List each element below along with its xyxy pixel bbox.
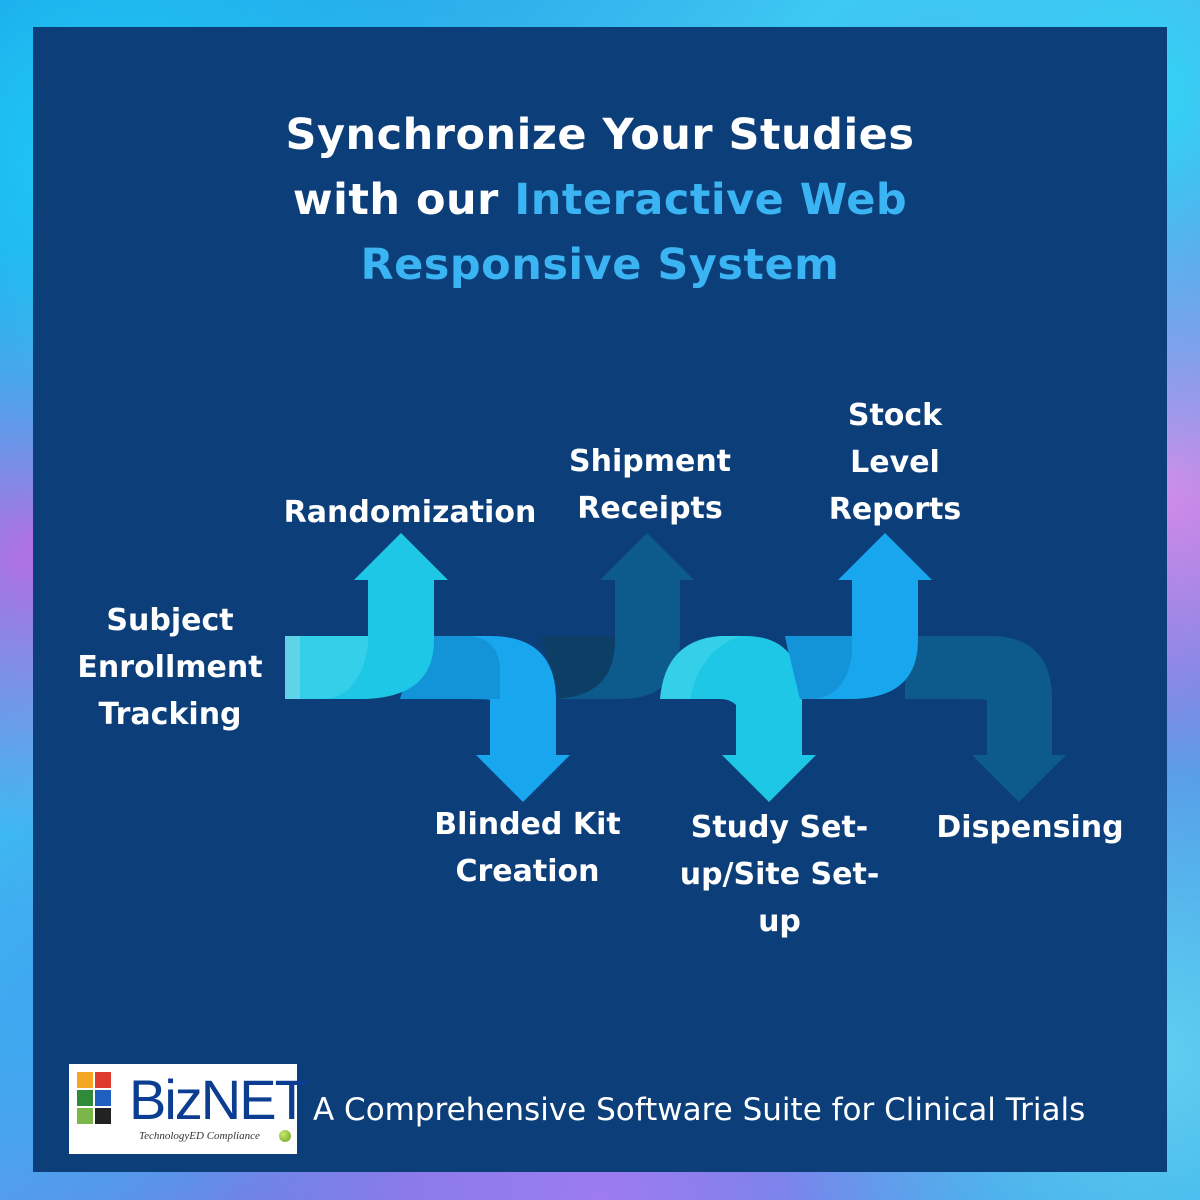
background-panel xyxy=(33,27,1167,1172)
biznet-logo: BizNET TechnologyED Compliance xyxy=(69,1064,309,1154)
label-dispensing: Dispensing xyxy=(936,810,1124,845)
logo-globe-icon xyxy=(279,1130,291,1142)
label-subject-enrollment-tracking: Subject Enrollment Tracking xyxy=(77,603,263,732)
arrow-stock-level-shade xyxy=(785,636,852,699)
logo-square-blue xyxy=(95,1090,111,1106)
title-line-2-highlight: Interactive Web xyxy=(514,175,908,225)
logo-square-red xyxy=(95,1072,111,1088)
label-randomization: Randomization xyxy=(283,495,537,530)
title-line-2: with our Interactive Web xyxy=(0,168,1200,233)
logo-wordmark: BizNET xyxy=(129,1068,309,1131)
arrow-shipment-receipts xyxy=(550,533,694,699)
footer-tagline: A Comprehensive Software Suite for Clini… xyxy=(313,1092,1086,1128)
logo-square-lime xyxy=(77,1108,93,1124)
arrow-randomization-shade xyxy=(300,636,368,699)
label-blinded-kit-creation: Blinded Kit Creation xyxy=(434,807,621,889)
title-line-1: Synchronize Your Studies xyxy=(285,110,915,160)
label-shipment-receipts: Shipment Receipts xyxy=(568,444,732,526)
page-title: Synchronize Your Studies with our Intera… xyxy=(0,103,1200,298)
logo-square-black xyxy=(95,1108,111,1124)
title-line-3-highlight: Responsive System xyxy=(360,240,840,290)
label-study-setup-site-setup: Study Set- up/Site Set- up xyxy=(679,810,880,939)
logo-tagline: TechnologyED Compliance xyxy=(139,1130,260,1142)
title-line-2-plain: with our xyxy=(292,175,515,225)
label-stock-level-reports: Stock Level Reports xyxy=(828,398,962,527)
logo-square-orange xyxy=(77,1072,93,1088)
arrow-dispensing xyxy=(905,636,1066,802)
logo-square-green xyxy=(77,1090,93,1106)
arrow-study-setup xyxy=(670,636,816,802)
arrow-study-setup-shade xyxy=(660,636,740,699)
